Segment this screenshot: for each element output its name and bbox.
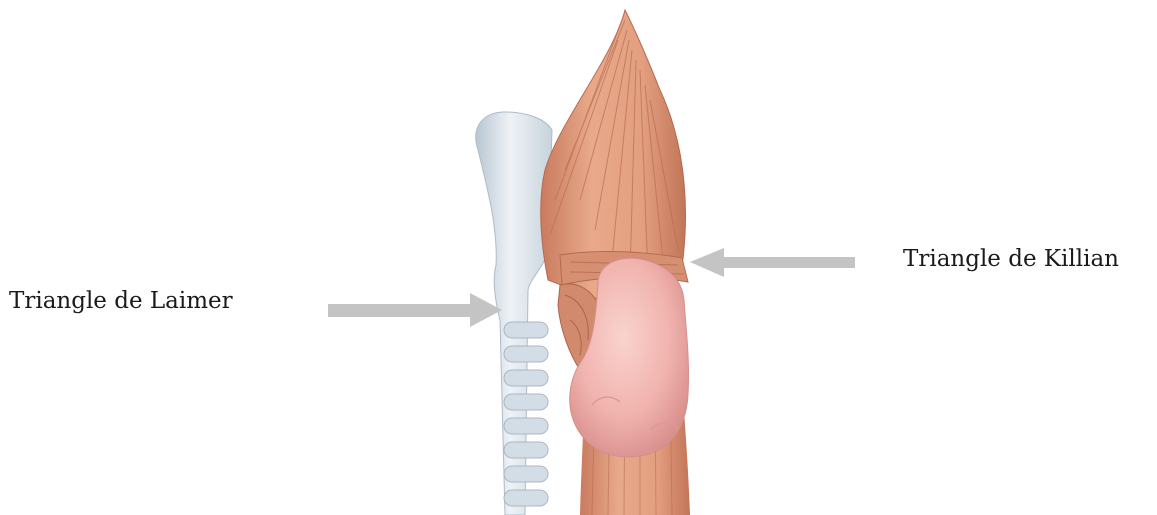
pharyngeal-constrictor-muscle <box>541 10 688 300</box>
arrow-right-icon <box>328 293 502 327</box>
arrow-left-icon <box>690 248 855 277</box>
